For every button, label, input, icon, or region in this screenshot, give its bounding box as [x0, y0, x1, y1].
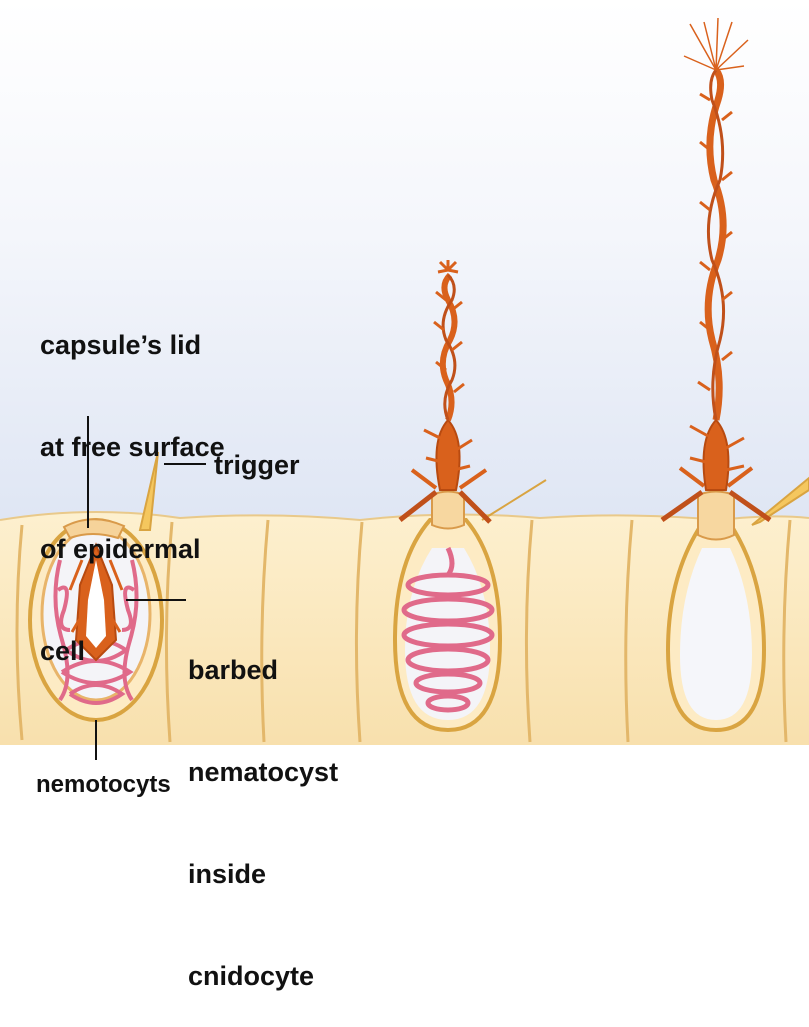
label-barbed-line4: cnidocyte	[188, 959, 338, 993]
label-capsule-lid-line2: at free surface	[40, 430, 225, 464]
label-barbed-line2: nematocyst	[188, 755, 338, 789]
label-capsule-lid-line1: capsule’s lid	[40, 328, 225, 362]
label-barbed-nematocyst: barbed nematocyst inside cnidocyte	[188, 585, 338, 1027]
label-trigger: trigger	[214, 448, 300, 482]
label-nemotocyts: nemotocyts	[36, 768, 171, 802]
label-barbed-line1: barbed	[188, 653, 338, 687]
label-barbed-line3: inside	[188, 857, 338, 891]
nematocyst-diagram: capsule’s lid at free surface of epiderm…	[0, 0, 809, 809]
label-capsule-lid-line3: of epidermal	[40, 532, 225, 566]
